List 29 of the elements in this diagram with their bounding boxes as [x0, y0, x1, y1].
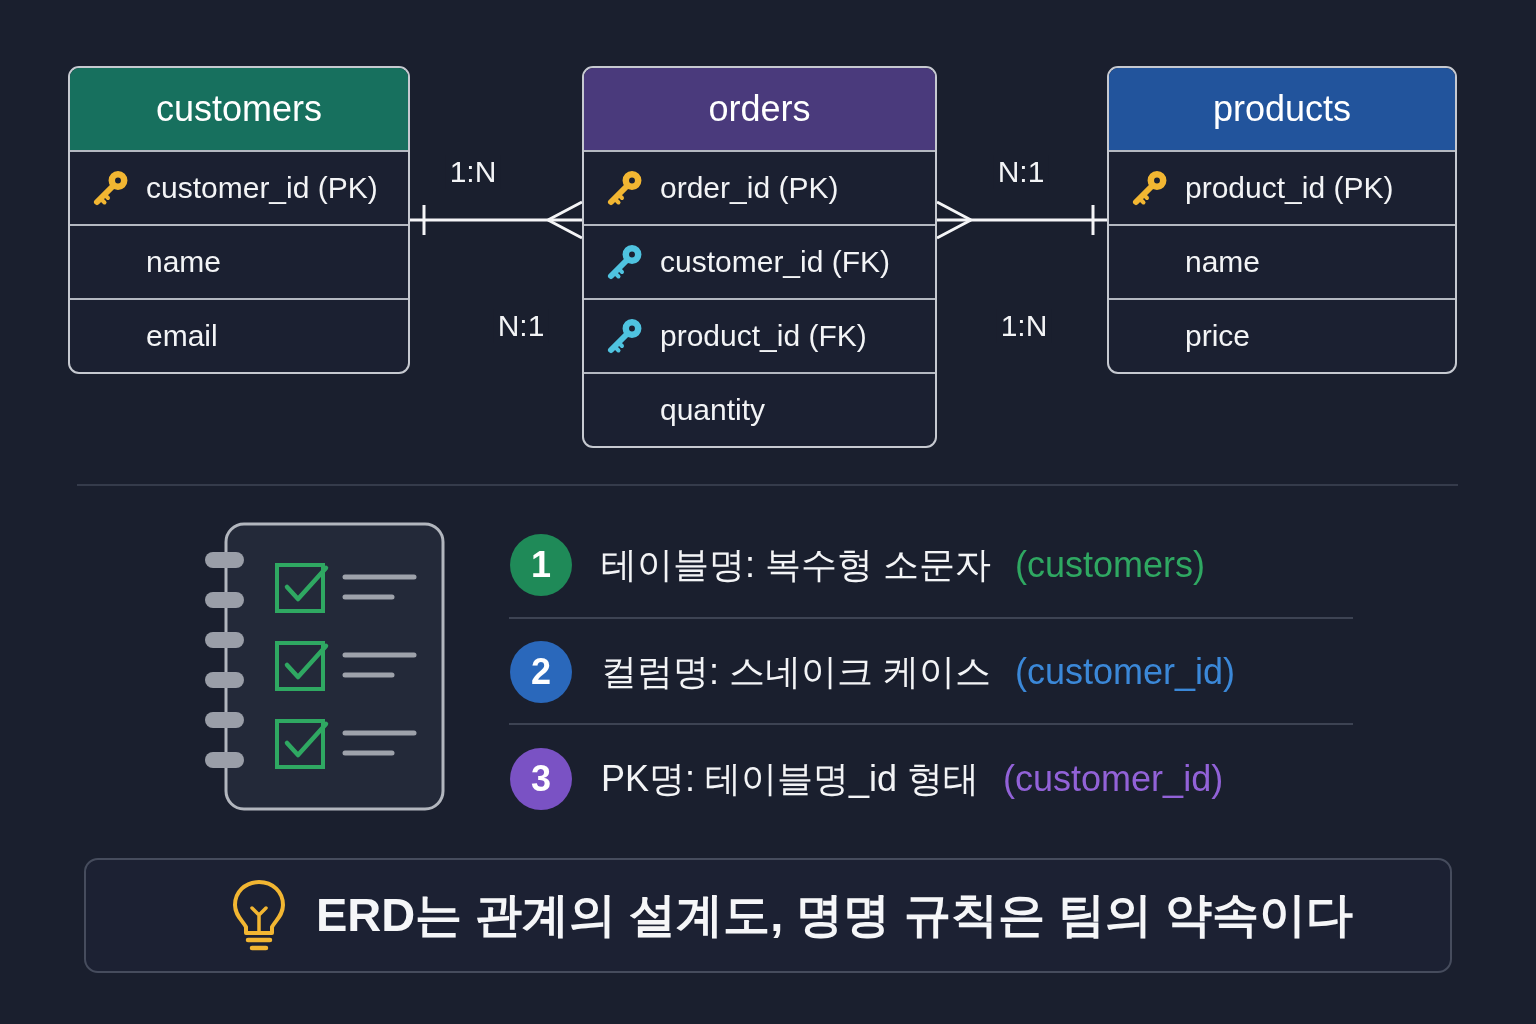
- column-name: email: [146, 319, 218, 353]
- relationship-line: [935, 200, 1107, 240]
- relationship-line: [410, 200, 584, 240]
- rule-text: PK명: 테이블명_id 형태: [601, 756, 980, 801]
- rule-text: 컬럼명: 스네이크 케이스: [601, 649, 991, 694]
- table-header: customers: [70, 68, 408, 150]
- column-name: quantity: [660, 393, 766, 427]
- table-header: orders: [584, 68, 935, 150]
- entity-table: [68, 66, 410, 374]
- column-name: order_id (PK): [660, 171, 839, 205]
- column-name: product_id (PK): [1185, 171, 1394, 205]
- column-name: price: [1185, 319, 1251, 353]
- number-circle: 3: [510, 748, 572, 810]
- column-name: name: [1185, 245, 1261, 279]
- column-name: name: [146, 245, 222, 279]
- example-text: (customer_id): [1015, 651, 1236, 693]
- column-name: customer_id (FK): [660, 245, 891, 279]
- entity-table: [582, 66, 937, 448]
- example-text: (customers): [1015, 544, 1206, 586]
- column-name: customer_id (PK): [146, 171, 378, 205]
- table-header: products: [1109, 68, 1455, 150]
- number-circle: 2: [510, 641, 572, 703]
- number-circle: 1: [510, 534, 572, 596]
- rule-text: 테이블명: 복수형 소문자: [601, 542, 991, 587]
- column-name: product_id (FK): [660, 319, 867, 353]
- example-text: (customer_id): [1003, 758, 1224, 800]
- entity-table: [1107, 66, 1457, 374]
- tip-text: ERD는 관계의 설계도, 명명 규칙은 팀의 약속이다: [316, 887, 1353, 943]
- tip-banner: [84, 858, 1452, 973]
